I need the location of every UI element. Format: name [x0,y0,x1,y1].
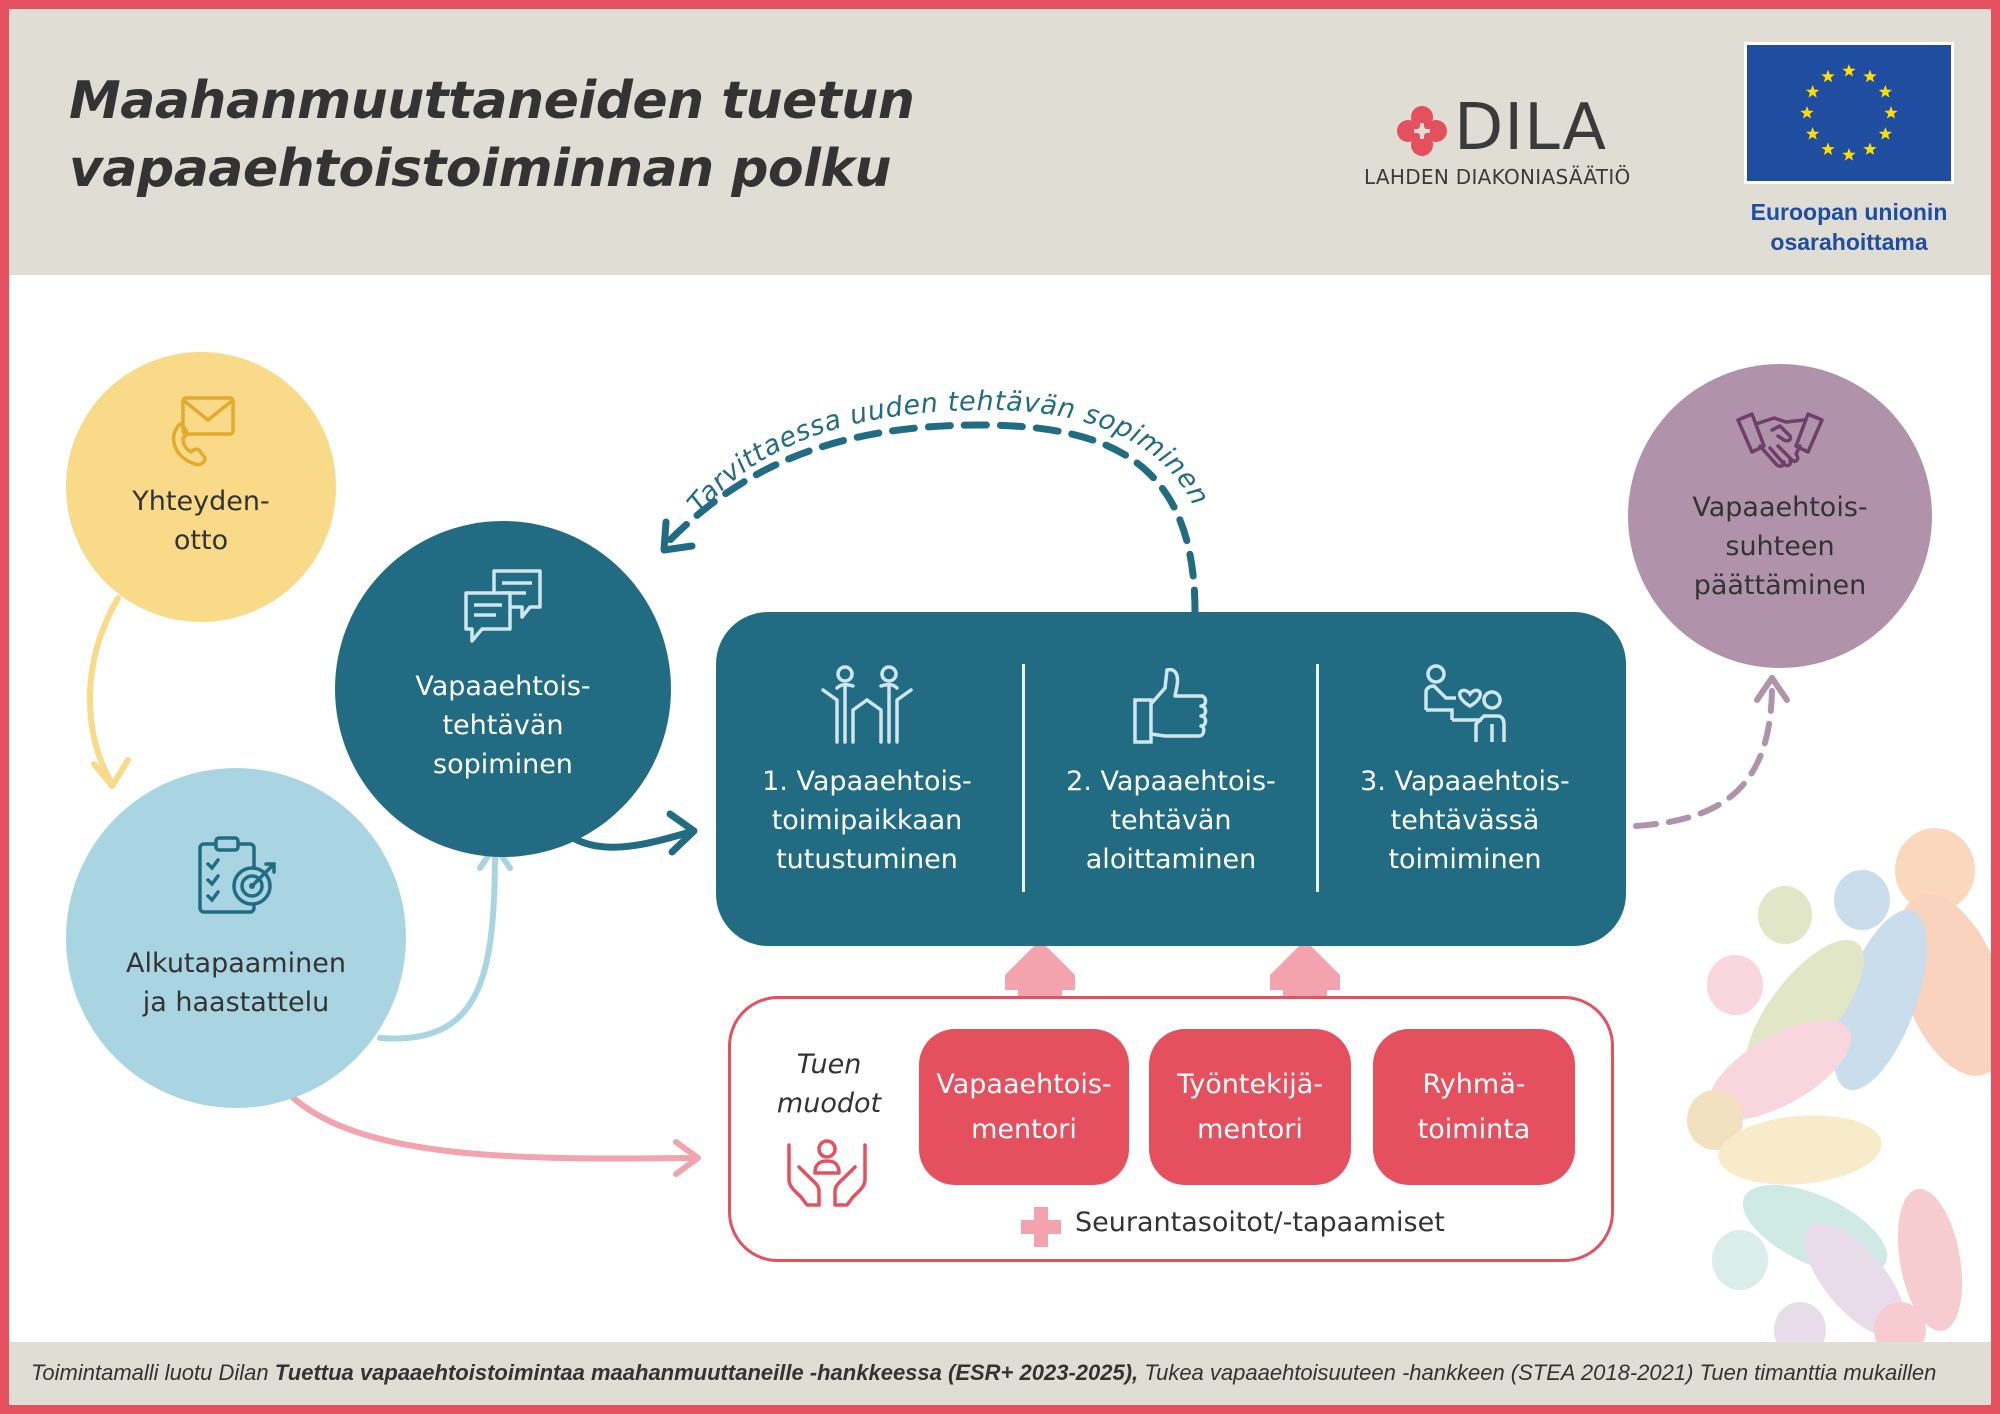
eu-star-icon [1800,106,1814,119]
eu-star-icon [1805,127,1820,140]
arrow-contact-to-initial [86,595,121,783]
eu-star-icon [1878,127,1893,140]
dila-name: DILA [1454,91,1608,165]
process-step-3-label: 3. Vapaaehtois- tehtävässä toimiminen [1360,766,1570,875]
speech-bubbles-icon [464,569,542,643]
thumbs-up-icon [1133,667,1208,744]
eu-star-icon [1878,85,1893,98]
eu-star-icon [1863,142,1877,156]
envelope-phone-icon [171,396,235,467]
arrow-process-to-ending [1633,687,1775,829]
process-step-1: 1. Vapaaehtois- toimipaikkaan tutustumin… [722,612,1012,946]
process-step-1-label: 1. Vapaaehtois- toimipaikkaan tutustumin… [762,766,972,875]
node-initial-meeting-label: Alkutapaaminen ja haastattelu [126,948,346,1018]
eu-star-icon [1884,106,1898,119]
footer-credits: Toimintamalli luotu Dilan Tuettua vapaae… [31,1360,1936,1386]
checklist-target-icon [198,836,276,914]
footer-text-suffix: Tukea vapaaehtoisuuteen -hankkeen (STEA … [1138,1360,1937,1385]
plus-cross-icon [1021,1207,1061,1247]
eu-star-icon [1805,85,1820,98]
caring-hands-icon [787,1139,867,1207]
eu-star-icon [1821,69,1835,83]
node-contact: Yhteyden- otto [66,352,336,622]
eu-star-icon [1863,69,1877,83]
two-people-icon [821,665,913,744]
node-ending: Vapaaehtois- suhteen päättäminen [1628,364,1932,668]
footer-band: Toimintamalli luotu Dilan Tuettua vapaae… [9,1342,1991,1405]
title-line-1: Maahanmuuttaneiden tuetun [69,71,915,131]
support-form-employee-mentor: Työntekijä- mentori [1149,1029,1351,1185]
node-task-agreement-label: Vapaaehtois- tehtävän sopiminen [415,671,591,780]
support-followup-text: Seurantasoitot/-tapaamiset [1075,1207,1445,1238]
dila-flower-icon [1397,106,1447,156]
arrow-loop-new-task [664,421,1199,616]
support-forms-box: Tuen muodot Vapaaehtois- mentori Työntek… [728,996,1614,1262]
handshake-icon [1736,412,1824,468]
arrow-initial-to-support [287,1092,697,1162]
eu-star-icon [1842,148,1856,161]
support-form-group-activity: Ryhmä- toiminta [1373,1029,1575,1185]
page-title: Maahanmuuttaneiden tuetun vapaaehtoistoi… [69,67,915,203]
loop-label-text: Tarvittaessa uuden tehtävän sopiminen [682,386,1215,519]
footer-text-bold: Tuettua vapaaehtoistoimintaa maahanmuutt… [274,1360,1139,1385]
support-form-volunteer-mentor: Vapaaehtois- mentori [919,1029,1129,1185]
eu-star-icon [1821,142,1835,156]
support-up-arrow-2 [1270,940,1340,996]
loop-label: Tarvittaessa uuden tehtävän sopiminen [682,386,1216,519]
dila-logo: DILA LAHDEN DIAKONIASÄÄTIÖ [1364,89,1664,199]
node-ending-label: Vapaaehtois- suhteen päättäminen [1692,492,1868,601]
process-step-2-label: 2. Vapaaehtois- tehtävän aloittaminen [1066,766,1276,875]
title-line-2: vapaaehtoistoiminnan polku [69,139,892,199]
node-task-agreement: Vapaaehtois- tehtävän sopiminen [335,521,671,857]
eu-text-line-1: Euroopan unionin [1750,199,1948,225]
support-title: Tuen muodot [776,1049,882,1119]
dila-subtitle: LAHDEN DIAKONIASÄÄTIÖ [1364,165,1631,189]
helping-person-icon [1424,664,1506,742]
eu-funding-text: Euroopan unionin osarahoittama [1709,197,1989,257]
footer-text-prefix: Toimintamalli luotu Dilan [31,1360,275,1385]
process-step-2: 2. Vapaaehtois- tehtävän aloittaminen [1026,612,1316,946]
support-up-arrow-1 [1005,940,1075,996]
eu-star-icon [1842,64,1856,77]
node-initial-meeting: Alkutapaaminen ja haastattelu [66,768,406,1108]
process-step-3: 3. Vapaaehtois- tehtävässä toimiminen [1320,612,1610,946]
eu-text-line-2: osarahoittama [1770,229,1928,255]
arrow-initial-to-agreement [377,847,498,1042]
process-steps-box: 1. Vapaaehtois- toimipaikkaan tutustumin… [716,612,1626,946]
header-band: Maahanmuuttaneiden tuetun vapaaehtoistoi… [9,9,1991,275]
process-divider-2 [1316,664,1319,892]
process-divider-1 [1022,664,1025,892]
eu-flag-icon [1744,42,1954,184]
node-contact-label: Yhteyden- otto [132,486,270,556]
